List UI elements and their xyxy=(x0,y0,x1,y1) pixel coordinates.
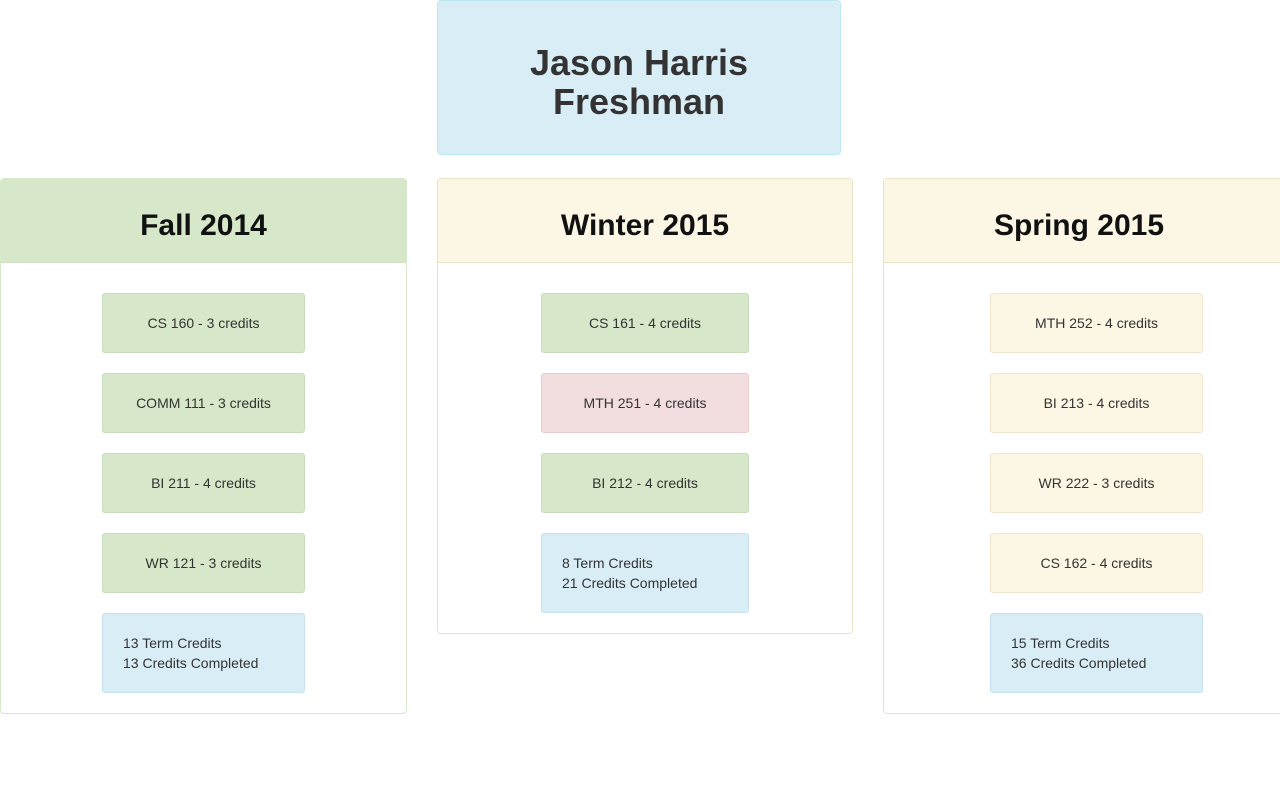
term-summary: 15 Term Credits 36 Credits Completed xyxy=(990,613,1203,693)
term-summary: 8 Term Credits 21 Credits Completed xyxy=(541,533,749,613)
term-title: Winter 2015 xyxy=(438,179,852,263)
term-credits: 13 Term Credits xyxy=(123,635,222,651)
course-card[interactable]: WR 121 - 3 credits xyxy=(102,533,305,593)
student-standing: Freshman xyxy=(552,80,726,122)
term-credits: 15 Term Credits xyxy=(1011,635,1110,651)
term-panel-fall-2014: Fall 2014 CS 160 - 3 credits COMM 111 - … xyxy=(0,178,407,714)
course-card[interactable]: BI 213 - 4 credits xyxy=(990,373,1203,433)
course-card[interactable]: BI 212 - 4 credits xyxy=(541,453,749,513)
course-card[interactable]: CS 162 - 4 credits xyxy=(990,533,1203,593)
course-card[interactable]: CS 161 - 4 credits xyxy=(541,293,749,353)
student-card: Jason Harris Freshman xyxy=(437,0,841,155)
term-credits: 8 Term Credits xyxy=(562,555,653,571)
term-panel-spring-2015: Spring 2015 MTH 252 - 4 credits BI 213 -… xyxy=(883,178,1280,714)
course-card[interactable]: CS 160 - 3 credits xyxy=(102,293,305,353)
course-card[interactable]: MTH 252 - 4 credits xyxy=(990,293,1203,353)
course-card[interactable]: COMM 111 - 3 credits xyxy=(102,373,305,433)
credits-completed: 36 Credits Completed xyxy=(1011,655,1147,671)
course-card[interactable]: MTH 251 - 4 credits xyxy=(541,373,749,433)
term-title: Fall 2014 xyxy=(1,179,406,263)
term-title: Spring 2015 xyxy=(884,179,1280,263)
course-card[interactable]: BI 211 - 4 credits xyxy=(102,453,305,513)
term-summary: 13 Term Credits 13 Credits Completed xyxy=(102,613,305,693)
term-panel-winter-2015: Winter 2015 CS 161 - 4 credits MTH 251 -… xyxy=(437,178,853,634)
student-name: Jason Harris xyxy=(529,41,749,83)
credits-completed: 21 Credits Completed xyxy=(562,575,698,591)
course-card[interactable]: WR 222 - 3 credits xyxy=(990,453,1203,513)
credits-completed: 13 Credits Completed xyxy=(123,655,259,671)
